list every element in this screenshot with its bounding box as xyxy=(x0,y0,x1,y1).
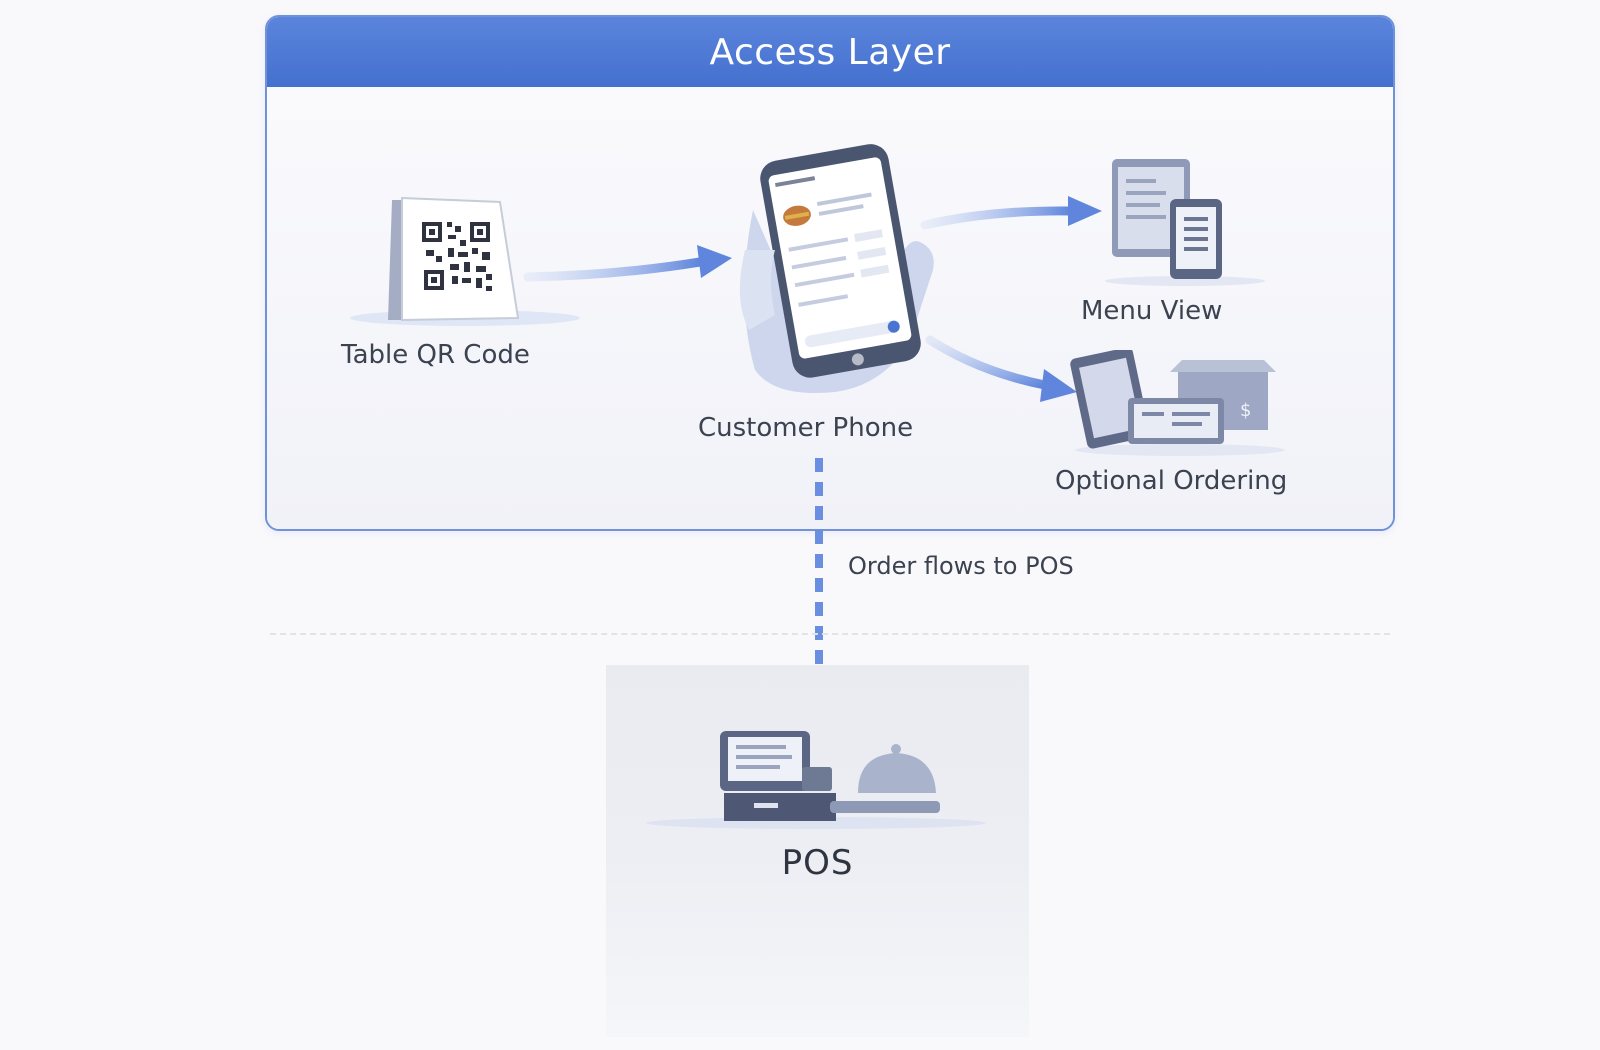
ordering-node: $ xyxy=(1070,347,1290,460)
arrow-phone-to-ordering xyxy=(925,335,1050,390)
phone-in-hand-icon xyxy=(739,144,934,394)
qr-node xyxy=(340,190,600,330)
ordering-devices-icon: $ xyxy=(1070,347,1285,456)
pos-terminal-icon xyxy=(646,731,986,829)
flow-label: Order flows to POS xyxy=(848,552,1074,580)
layer-divider xyxy=(270,633,1390,635)
arrow-head-qr-to-phone xyxy=(697,245,732,278)
qr-label: Table QR Code xyxy=(341,340,530,370)
arrow-head-phone-to-ordering xyxy=(1040,369,1077,402)
menu-node xyxy=(1100,155,1270,290)
menu-label: Menu View xyxy=(1081,296,1223,326)
phone-label: Customer Phone xyxy=(698,413,914,443)
arrow-qr-to-phone xyxy=(523,257,705,282)
pos-label: POS xyxy=(781,843,854,883)
phone-node xyxy=(715,140,945,405)
qr-stand-icon xyxy=(350,196,580,326)
pos-node: POS xyxy=(606,665,1029,1037)
panel-title: Access Layer xyxy=(267,17,1393,87)
arrow-head-phone-to-menu xyxy=(1068,196,1102,226)
arrow-phone-to-menu xyxy=(920,206,1075,230)
menu-devices-icon xyxy=(1105,159,1265,286)
ordering-label: Optional Ordering xyxy=(1055,466,1288,496)
svg-text:$: $ xyxy=(1240,400,1251,421)
